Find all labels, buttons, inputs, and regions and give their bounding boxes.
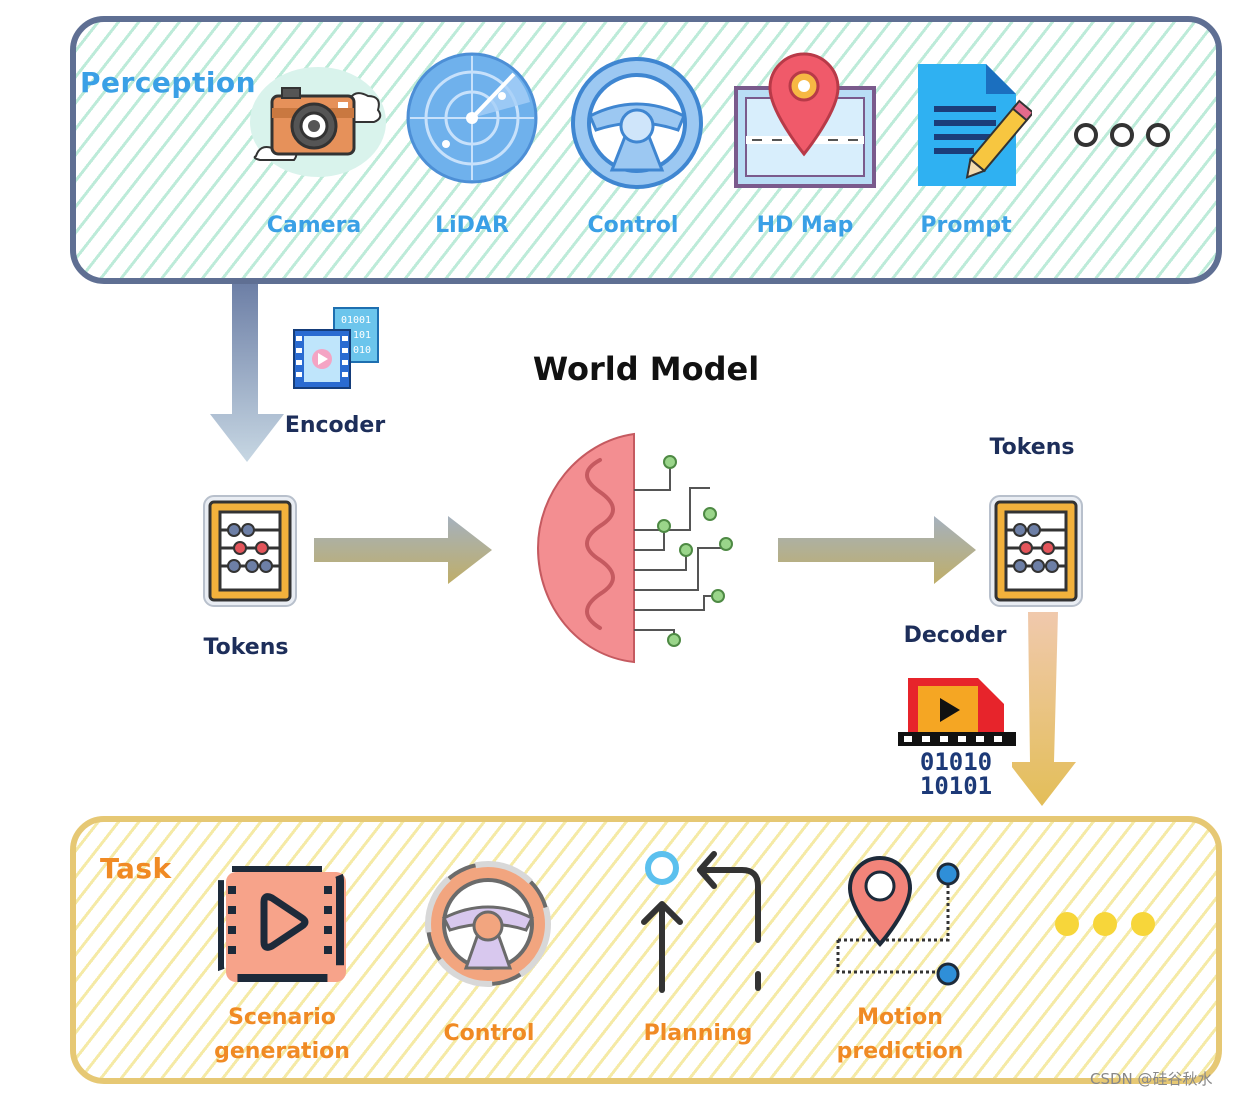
route-arrows-icon [640,848,770,994]
prompt-label: Prompt [920,213,1012,238]
perception-title: Perception [80,66,257,99]
lidar-label: LiDAR [435,213,509,238]
brain-circuit-icon [534,430,740,666]
task-control-label: Control [443,1021,535,1046]
hd-map-label: HD Map [756,213,854,238]
binary-video-icon: 01001 101 010 [292,306,382,392]
video-binary-icon: 01010 10101 [896,676,1018,800]
motion-label-line1: Motion [857,1005,943,1030]
planning-label: Planning [643,1021,753,1046]
arrow-right-icon [314,516,494,584]
scenario-label-line1: Scenario [228,1005,336,1030]
steering-wheel-icon [424,860,552,988]
encoder-code-line3: 010 [353,345,371,356]
ellipsis-icon [1072,120,1172,154]
task-title: Task [100,852,172,885]
abacus-icon [986,492,1086,610]
scenario-label-line2: generation [214,1039,350,1064]
motion-label-line2: prediction [836,1039,964,1064]
camera-icon [248,62,388,182]
video-play-icon [218,866,352,986]
decoder-code-line1: 01010 [920,748,992,776]
encoder-label: Encoder [284,413,386,438]
tokens-out-label: Tokens [989,435,1075,460]
ellipsis-icon [1052,908,1158,944]
decoder-code-line2: 10101 [920,772,992,800]
encoder-code-line1: 01001 [341,315,371,326]
encoder-code-line2: 101 [353,330,371,341]
lidar-radar-icon [406,52,538,184]
world-model-title: World Model [532,350,760,388]
tokens-in-label: Tokens [203,635,289,660]
control-label: Control [587,213,679,238]
arrow-down-icon [210,284,284,464]
map-pin-icon [732,50,878,192]
decoder-label: Decoder [903,623,1007,648]
steering-wheel-icon [568,54,706,192]
abacus-icon [200,492,300,610]
arrow-down-icon [1012,612,1078,808]
watermark: CSDN @硅谷秋水 [1090,1070,1213,1088]
arrow-right-icon [778,516,978,584]
document-pencil-icon [912,62,1032,190]
camera-label: Camera [266,213,362,238]
map-pin-path-icon [834,856,970,992]
